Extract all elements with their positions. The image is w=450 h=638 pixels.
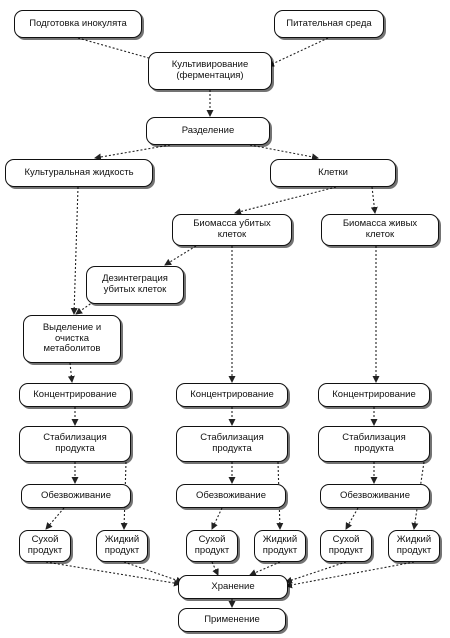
node-dry-product-3: Сухой продукт xyxy=(320,530,372,562)
flow-arrow-3 xyxy=(94,144,171,161)
node-liquid-product-3: Жидкий продукт xyxy=(388,530,440,562)
node-stabilization-1: Стабилизация продукта xyxy=(19,426,131,462)
node-dry-product-1: Сухой продукт xyxy=(19,530,71,562)
node-concentration-1: Концентрирование xyxy=(19,383,131,407)
node-dehydration-1: Обезвоживание xyxy=(21,484,131,508)
flow-arrow-5 xyxy=(234,186,337,215)
flow-arrow-6 xyxy=(370,186,378,214)
node-liquid-product-2: Жидкий продукт xyxy=(254,530,306,562)
flow-arrow-26 xyxy=(123,561,183,584)
flow-arrow-30 xyxy=(285,561,415,589)
node-stabilization-3: Стабилизация продукта xyxy=(318,426,430,462)
node-dehydration-2: Обезвоживание xyxy=(176,484,286,508)
flow-arrow-29 xyxy=(285,561,347,584)
node-concentration-3: Концентрирование xyxy=(318,383,430,407)
node-stabilization-2: Стабилизация продукта xyxy=(176,426,288,462)
flow-arrow-8 xyxy=(70,186,79,315)
flow-arrow-10 xyxy=(67,362,75,383)
flow-arrow-19 xyxy=(45,507,65,530)
node-dry-product-2: Сухой продукт xyxy=(186,530,238,562)
flow-arrow-27 xyxy=(211,561,219,576)
node-metabolites: Выделение и очистка метаболитов xyxy=(23,315,121,363)
node-culture-liquid: Культуральная жидкость xyxy=(5,159,153,187)
node-separation: Разделение xyxy=(146,117,270,145)
node-cultivation: Культивирование (ферментация) xyxy=(148,52,272,90)
flow-arrow-28 xyxy=(249,561,281,576)
flow-arrow-4 xyxy=(249,144,319,161)
flow-arrow-23 xyxy=(345,507,359,530)
node-nutrient-medium: Питательная среда xyxy=(274,10,384,38)
flow-arrow-25 xyxy=(45,561,181,587)
node-dehydration-3: Обезвоживание xyxy=(320,484,430,508)
node-liquid-product-1: Жидкий продукт xyxy=(96,530,148,562)
node-live-biomass: Биомасса живых клеток xyxy=(321,214,439,246)
flow-arrow-7 xyxy=(164,245,197,266)
node-inoculum: Подготовка инокулята xyxy=(14,10,142,38)
node-disintegration: Дезинтеграция убитых клеток xyxy=(86,266,184,304)
flow-arrow-1 xyxy=(267,37,329,67)
node-cells: Клетки xyxy=(270,159,396,187)
node-application: Применение xyxy=(178,608,286,632)
node-concentration-2: Концентрирование xyxy=(176,383,288,407)
node-storage: Хранение xyxy=(178,575,288,599)
flow-arrow-21 xyxy=(211,507,223,530)
node-dead-biomass: Биомасса убитых клеток xyxy=(172,214,292,246)
